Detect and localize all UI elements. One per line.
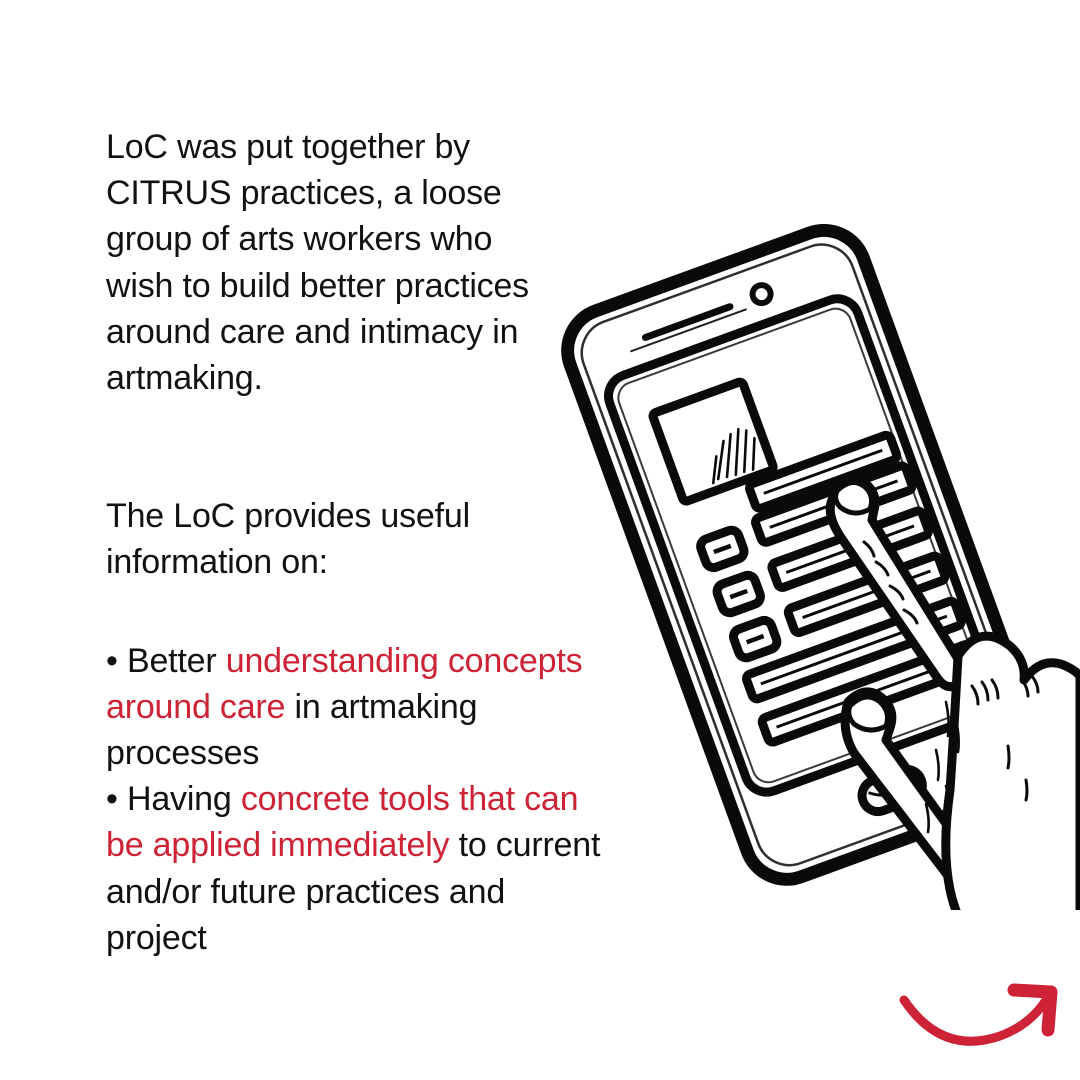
earpiece-speaker-line (630, 308, 747, 353)
bullet-marker-icon: • (106, 641, 118, 680)
bullet-list: • Better understanding concepts around c… (106, 638, 606, 961)
bullet-suffix-text: in artmaking processes (106, 687, 478, 773)
earpiece-speaker-icon (641, 303, 734, 341)
lead-in-paragraph: The LoC provides useful information on: (106, 497, 470, 582)
index-fingernail (833, 479, 875, 516)
finger-creases (862, 540, 919, 625)
bullet-highlight-text: concrete tools that can be applied immed… (106, 780, 579, 865)
image-placeholder-icon (648, 377, 778, 506)
hand-illustration (825, 474, 1080, 910)
spacer-after-intro (106, 401, 606, 493)
list-item: • Having concrete tools that can be appl… (106, 776, 606, 961)
bullet-suffix-text: to current and/or future practices and p… (106, 826, 601, 957)
text-bar (745, 430, 902, 513)
text-column: LoC was put together by CITRUS practices… (106, 124, 606, 961)
spacer-before-bullets (106, 586, 606, 638)
wrist-hatching (924, 700, 960, 834)
intro-paragraph: LoC was put together by CITRUS practices… (106, 128, 529, 398)
swipe-arrow-indicator (896, 978, 1072, 1064)
knuckle-hatching (970, 674, 1040, 802)
smartphone-line-art-svg (561, 224, 1080, 910)
list-item: • Better understanding concepts around c… (106, 638, 606, 777)
bullet-prefix-text: Having (117, 780, 241, 819)
hand-tapping-smartphone-illustration (560, 190, 1080, 910)
curved-arrow-up-right-icon (899, 983, 1058, 1046)
thumb-fingernail (846, 694, 890, 733)
hand-back (941, 631, 1080, 910)
front-camera-icon (749, 282, 774, 307)
bullet-highlight-text: understanding concepts around care (106, 641, 583, 726)
bullet-marker-icon: • (106, 780, 118, 819)
bullet-prefix-text: Better (117, 641, 226, 680)
arrow-head (1007, 983, 1058, 1037)
arrow-curve (899, 995, 1051, 1046)
